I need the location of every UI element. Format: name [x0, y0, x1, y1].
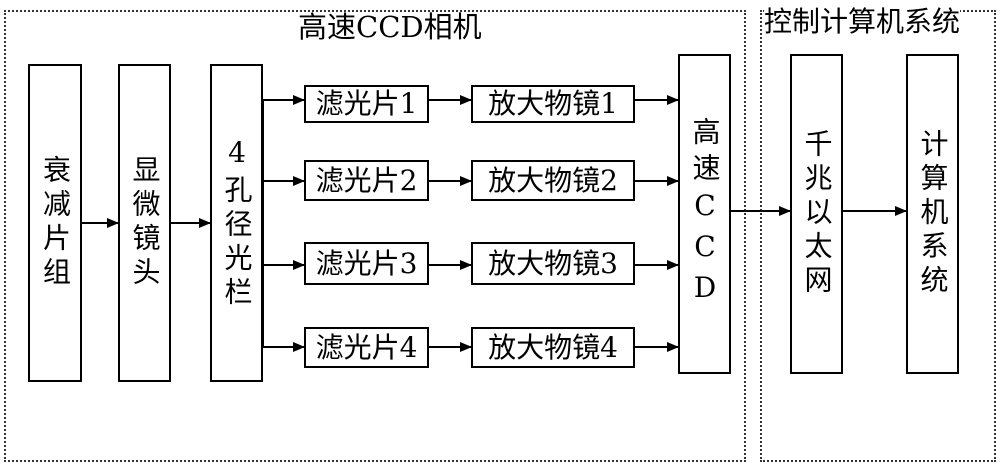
ethernet-block: 千兆以太网: [790, 54, 843, 374]
objective-label: 放大物镜3: [488, 246, 618, 280]
ccd-label: 高速CCD: [688, 116, 722, 312]
objective-label: 放大物镜2: [488, 163, 618, 197]
camera-group-frame: [4, 10, 746, 462]
filter-label: 滤光片3: [315, 246, 418, 280]
objective-label: 放大物镜4: [488, 330, 618, 364]
attenuator-label: 衰减片组: [39, 155, 72, 291]
objective-label: 放大物镜1: [488, 87, 618, 120]
objective-block-3: 放大物镜3: [471, 242, 635, 285]
filter-block-2: 滤光片2: [304, 160, 429, 201]
filter-block-1: 滤光片1: [304, 85, 429, 123]
computer-label: 计算机系统: [916, 129, 950, 299]
computer-block: 计算机系统: [906, 54, 959, 374]
filter-label: 滤光片1: [315, 87, 418, 120]
filter-label: 滤光片2: [315, 163, 418, 197]
ccd-block: 高速CCD: [678, 54, 731, 374]
aperture-label: 4孔径光栏: [220, 135, 254, 311]
filter-block-4: 滤光片4: [304, 327, 429, 368]
control-group-title: 控制计算机系统: [764, 5, 961, 38]
objective-block-2: 放大物镜2: [471, 160, 635, 201]
aperture-block: 4孔径光栏: [210, 64, 263, 382]
ethernet-label: 千兆以太网: [800, 129, 834, 299]
filter-label: 滤光片4: [315, 330, 418, 364]
filter-block-3: 滤光片3: [304, 242, 429, 285]
objective-block-4: 放大物镜4: [471, 327, 635, 368]
microscope-lens-label: 显微镜头: [128, 155, 162, 291]
attenuator-block: 衰减片组: [28, 64, 82, 382]
objective-block-1: 放大物镜1: [471, 85, 635, 123]
camera-group-title: 高速CCD相机: [298, 10, 482, 44]
microscope-lens-block: 显微镜头: [118, 64, 171, 382]
